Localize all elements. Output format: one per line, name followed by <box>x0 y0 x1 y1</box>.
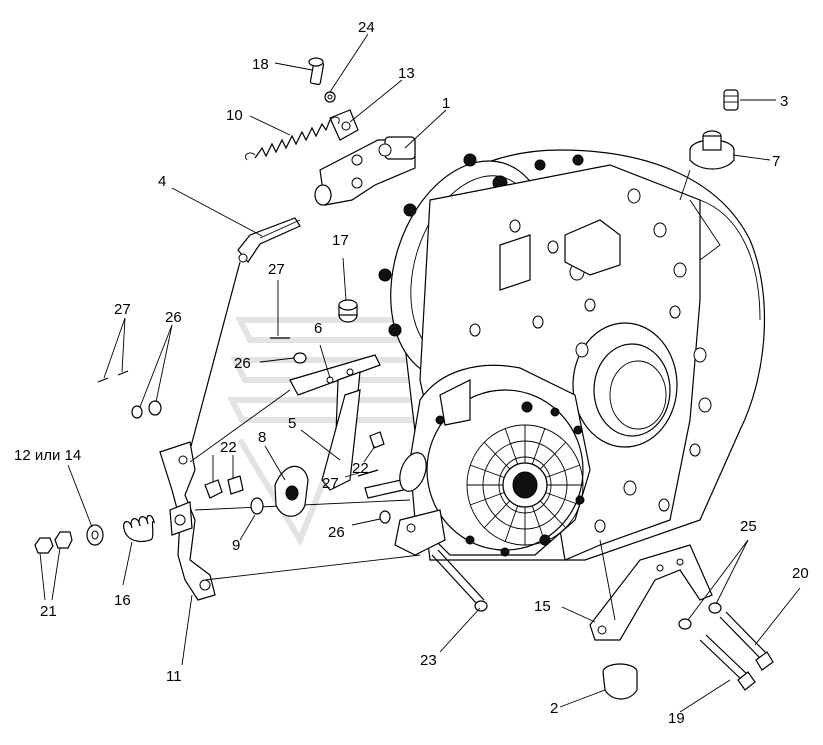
assembly-line <box>599 539 616 621</box>
callout-21: 21 <box>40 603 57 620</box>
leader-lines <box>39 33 801 713</box>
link-rod <box>189 261 241 451</box>
bolt-23 <box>431 549 488 612</box>
callout-15: 15 <box>534 598 551 615</box>
washers-25 <box>678 602 722 630</box>
callout-7: 7 <box>772 153 780 170</box>
spring-16 <box>123 514 155 543</box>
callout-3: 3 <box>780 93 788 110</box>
link-line-top <box>189 389 291 463</box>
callout-22b: 22 <box>352 460 369 477</box>
valve-cylinder <box>314 109 416 206</box>
callout-12: 12 или 14 <box>14 447 81 464</box>
bolt-18 <box>308 57 325 85</box>
foot-2 <box>602 663 638 700</box>
callout-labels: 1 2 3 4 5 6 7 8 9 10 11 12 или 14 13 15 … <box>14 19 809 727</box>
rod-4 <box>237 217 301 264</box>
callout-10: 10 <box>226 107 243 124</box>
callout-24: 24 <box>358 19 375 36</box>
shaft-with-eye <box>364 452 427 499</box>
front-cover <box>394 364 591 557</box>
nut-24 <box>324 91 336 103</box>
link-line-lower <box>204 554 421 581</box>
callout-19: 19 <box>668 710 685 727</box>
callout-27a: 27 <box>114 301 131 318</box>
callout-1: 1 <box>442 95 450 112</box>
callout-5: 5 <box>288 415 296 432</box>
bolt-20 <box>719 611 774 671</box>
cotter-pins-27 <box>97 337 379 477</box>
callout-6: 6 <box>314 320 322 337</box>
callout-20: 20 <box>792 565 809 582</box>
callout-26b: 26 <box>234 355 251 372</box>
callout-13: 13 <box>398 65 415 82</box>
bracket-15 <box>589 544 713 641</box>
plate-8 <box>274 465 309 517</box>
callout-16: 16 <box>114 592 131 609</box>
bolt-19 <box>699 634 756 691</box>
callout-22a: 22 <box>220 439 237 456</box>
callout-2: 2 <box>550 700 558 717</box>
cap-7 <box>689 130 735 170</box>
callout-25: 25 <box>740 518 757 535</box>
callout-26c: 26 <box>328 524 345 541</box>
cover-bolts <box>435 401 585 557</box>
fitting-3 <box>723 89 739 111</box>
flange-bolts <box>378 153 584 337</box>
callout-27b: 27 <box>268 261 285 278</box>
bar-5 <box>321 389 361 491</box>
nuts-21 <box>34 531 73 554</box>
callout-8: 8 <box>258 429 266 446</box>
callout-23: 23 <box>420 652 437 669</box>
callout-27c: 27 <box>322 475 339 492</box>
callout-4: 4 <box>158 173 166 190</box>
spring-10 <box>244 116 340 161</box>
callout-9: 9 <box>232 537 240 554</box>
washer-9 <box>250 497 264 515</box>
pins-22 <box>204 431 385 499</box>
callout-18: 18 <box>252 56 269 73</box>
callout-17: 17 <box>332 232 349 249</box>
lever-11 <box>159 441 216 601</box>
callout-11: 11 <box>166 668 182 685</box>
nut-17 <box>338 299 358 323</box>
callout-26a: 26 <box>165 309 182 326</box>
